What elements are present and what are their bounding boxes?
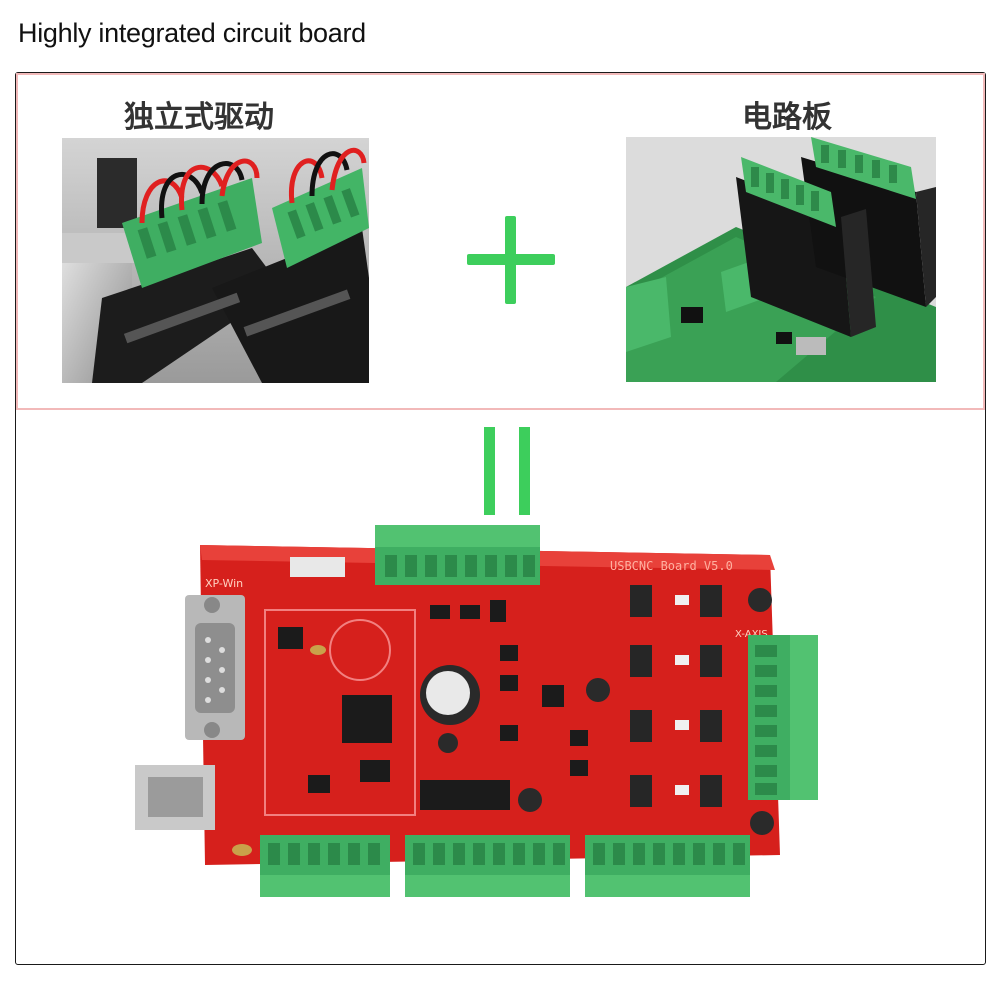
board-connector-label: XP-Win <box>205 577 243 590</box>
equals-icon <box>484 427 534 515</box>
board-axis-label: X-AXIS <box>735 629 768 640</box>
independent-driver-label: 独立式驱动 <box>124 100 274 135</box>
circuit-board-photo <box>626 137 936 382</box>
board-title: USBCNC Board V5.0 <box>610 559 733 573</box>
plus-icon <box>467 216 555 304</box>
independent-driver-photo <box>62 138 369 383</box>
circuit-board-label: 电路板 <box>742 100 832 135</box>
integrated-board-photo: USBCNC Board V5.0 XP-Win X-AXIS <box>130 515 830 910</box>
main-frame <box>15 72 986 965</box>
page-title: Highly integrated circuit board <box>18 18 366 48</box>
